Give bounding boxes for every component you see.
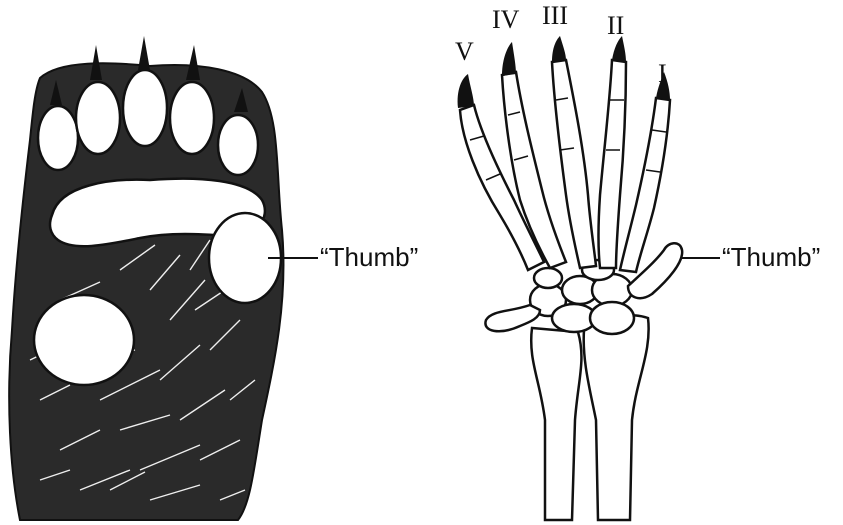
right-thumb-label: “Thumb” (722, 242, 820, 272)
digit-bones (458, 36, 670, 272)
digit-label-iii: III (542, 1, 568, 30)
carpal-pad (34, 295, 134, 385)
hand-skeleton-illustration: V IV III II I “Thumb” (455, 1, 820, 520)
digit-label-ii: II (607, 11, 624, 40)
digit-label-iv: IV (492, 5, 520, 34)
digit-label-i: I (658, 59, 667, 88)
carpal-bones (485, 260, 634, 334)
digit-label-v: V (455, 37, 474, 66)
furry-paw-illustration: “Thumb” (9, 36, 418, 520)
ulna-bone (531, 328, 581, 520)
radius-bone (584, 315, 649, 520)
left-thumb-label: “Thumb” (320, 242, 418, 272)
